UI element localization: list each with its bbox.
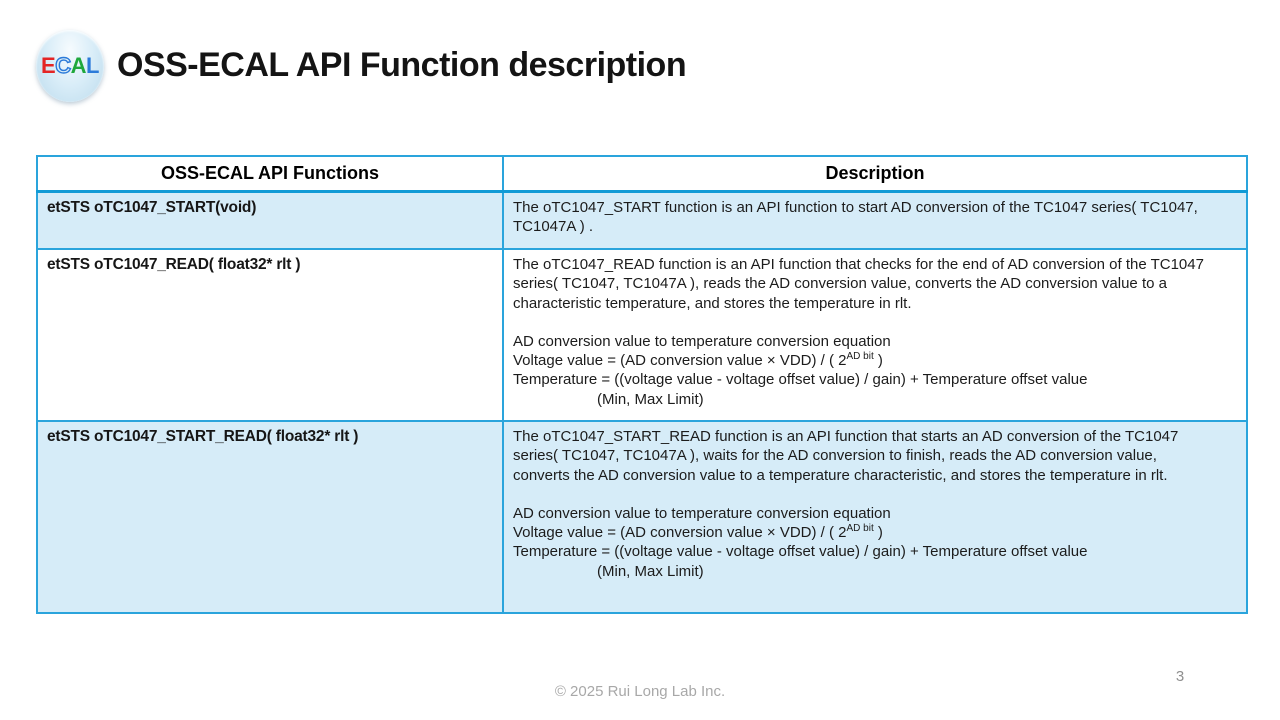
logo-letter-e: E (41, 53, 56, 78)
equation-voltage-prefix: Voltage value = (AD conversion value × V… (513, 352, 847, 370)
equation-voltage-suffix: ) (873, 524, 883, 542)
equation-title: AD conversion value to temperature conve… (513, 332, 891, 350)
table-row: etSTS oTC1047_READ( float32* rlt ) The o… (36, 248, 1248, 422)
equation-voltage: Voltage value = (AD conversion value × V… (513, 523, 1208, 542)
function-cell: etSTS oTC1047_START(void) (36, 190, 504, 250)
description-cell: The oTC1047_READ function is an API func… (502, 248, 1248, 422)
superscript-ad-bit: AD bit (846, 351, 874, 363)
equation-temperature: Temperature = ((voltage value - voltage … (513, 371, 1088, 389)
logo-letter-l: L (86, 53, 99, 78)
description-cell: The oTC1047_START function is an API fun… (502, 190, 1248, 250)
page-title: OSS-ECAL API Function description (117, 46, 687, 84)
description-cell: The oTC1047_START_READ function is an AP… (502, 420, 1248, 614)
equation-voltage-suffix: ) (873, 352, 883, 370)
table-row: etSTS oTC1047_START(void) The oTC1047_ST… (36, 190, 1248, 250)
ecal-logo: ECAL (36, 30, 104, 102)
function-cell: etSTS oTC1047_READ( float32* rlt ) (36, 248, 504, 422)
copyright-text: © 2025 Rui Long Lab Inc. (554, 683, 726, 700)
table-row: etSTS oTC1047_START_READ( float32* rlt )… (36, 420, 1248, 614)
description-text: The oTC1047_READ function is an API func… (513, 256, 1204, 312)
logo-letter-a: A (70, 53, 87, 78)
table-header-row: OSS-ECAL API Functions Description (36, 155, 1248, 193)
description-text: The oTC1047_START function is an API fun… (513, 199, 1198, 236)
logo-letter-c: C (55, 53, 72, 78)
column-header-description: Description (502, 155, 1248, 193)
superscript-ad-bit: AD bit (846, 523, 874, 535)
description-text: The oTC1047_START_READ function is an AP… (513, 428, 1179, 484)
function-cell: etSTS oTC1047_START_READ( float32* rlt ) (36, 420, 504, 614)
api-function-table: OSS-ECAL API Functions Description etSTS… (36, 155, 1248, 614)
equation-voltage-prefix: Voltage value = (AD conversion value × V… (513, 524, 847, 542)
logo-text: ECAL (41, 53, 99, 78)
page-number: 3 (1175, 668, 1185, 685)
equation-temperature: Temperature = ((voltage value - voltage … (513, 543, 1088, 561)
equation-title: AD conversion value to temperature conve… (513, 504, 891, 522)
equation-limit: (Min, Max Limit) (597, 562, 704, 580)
equation-voltage: Voltage value = (AD conversion value × V… (513, 351, 1208, 370)
column-header-functions: OSS-ECAL API Functions (36, 155, 504, 193)
equation-limit: (Min, Max Limit) (597, 390, 704, 408)
